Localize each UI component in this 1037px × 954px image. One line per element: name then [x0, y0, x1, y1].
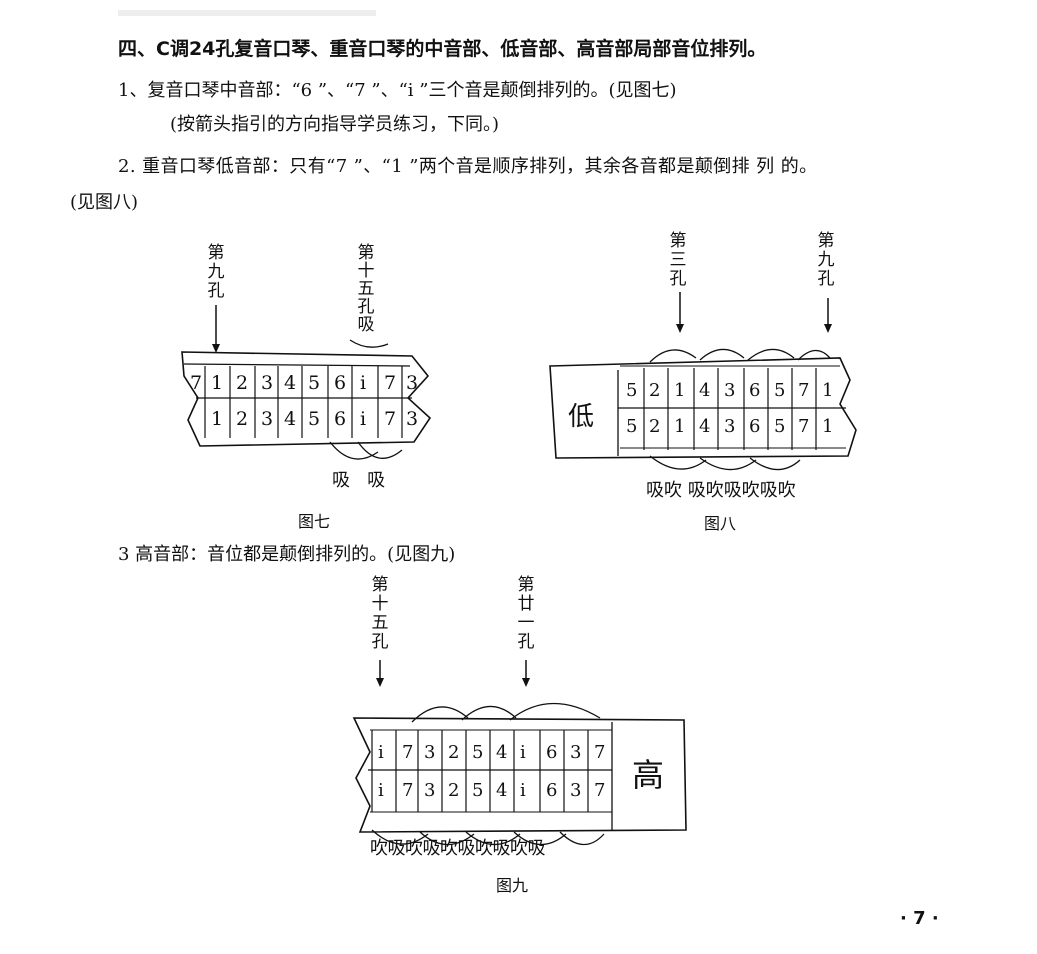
fig8-top-cell: 5: [626, 380, 638, 401]
fig7-top-cell: 4: [284, 372, 297, 394]
fig9-right-hole-label: 第廿一孔: [517, 575, 535, 652]
fig9-bottom-cell: 4: [496, 780, 508, 801]
fig7-bottom-cell: 4: [284, 408, 297, 430]
paragraph-2-continued: (见图八): [70, 192, 139, 213]
fig9-bottom-cell: 6: [546, 780, 558, 801]
fig9-bottom-cell: i: [378, 780, 384, 801]
fig8-top-cell: 1: [674, 380, 686, 401]
fig9-bottom-cell: 2: [448, 780, 460, 801]
fig8-top-cell: 4: [699, 380, 711, 401]
fig7-top-cell: 7: [384, 372, 397, 394]
fig8-side-label: 低: [568, 402, 595, 432]
fig8-bottom-cell: 7: [798, 416, 810, 437]
fig7-bottom-cell: 6: [334, 408, 347, 430]
fig7-caption: 图七: [298, 512, 331, 531]
fig9-top-cell: 4: [496, 742, 508, 763]
fig8-bottom-cell: 3: [724, 416, 736, 437]
fig8-top-cell: 2: [649, 380, 661, 401]
fig9-top-cell: 7: [402, 742, 414, 763]
fig7-left-hole-label: 第九孔: [207, 243, 225, 301]
fig8-bottom-cell: 1: [674, 416, 686, 437]
fig9-breath-label: 吹吸吹吸吹吸吹吸吹吸: [370, 838, 546, 859]
fig7-top-cell: 3: [261, 372, 274, 394]
fig8-top-cell: 7: [798, 380, 810, 401]
fig9-bottom-cell: 5: [472, 780, 484, 801]
fig7-bottom-cell: 3: [406, 408, 419, 430]
fig8-left-hole-label: 第三孔: [669, 231, 687, 289]
fig8-bottom-cell: 5: [774, 416, 786, 437]
fig7-bottom-cell: i: [360, 408, 367, 430]
fig8-top-cell: 5: [774, 380, 786, 401]
fig7-top-cell: 6: [334, 372, 347, 394]
fig8-bottom-cell: 6: [749, 416, 761, 437]
fig7-top-cell: 1: [211, 372, 224, 394]
fig9-bottom-cell: 3: [570, 780, 582, 801]
fig7-top-cell: i: [360, 372, 367, 394]
fig7-bottom-cell: 7: [384, 408, 397, 430]
page-number: · 7 ·: [900, 908, 939, 929]
paragraph-2: 2. 重音口琴低音部：只有“7 ”、“1 ”两个音是顺序排列，其余各音都是颠倒排…: [118, 156, 818, 177]
fig8-top-cell: 6: [749, 380, 761, 401]
paragraph-1: 1、复音口琴中音部：“6 ”、“7 ”、“i ”三个音是颠倒排列的。(见图七): [118, 80, 677, 101]
fig9-side-label: 高: [632, 756, 665, 794]
fig9-top-cell: 2: [448, 742, 460, 763]
fig9-bottom-cell: 7: [594, 780, 606, 801]
fig9-top-cell: i: [520, 742, 526, 763]
paragraph-1-note: (按箭头指引的方向指导学员练习，下同。): [170, 114, 500, 135]
fig8-breath-label: 吸吹 吸吹吸吹吸吹: [646, 480, 796, 501]
fig7-breath-label: 吸 吸: [332, 470, 386, 491]
fig9-bottom-cell: i: [520, 780, 526, 801]
fig9-top-cell: i: [378, 742, 384, 763]
fig9-top-cell: 7: [594, 742, 606, 763]
fig7-top-cell: 7: [190, 372, 203, 394]
paragraph-3: 3 高音部：音位都是颠倒排列的。(见图九): [118, 544, 456, 565]
fig9-top-cell: 5: [472, 742, 484, 763]
fig9-bottom-cell: 7: [402, 780, 414, 801]
fig9-top-cell: 3: [424, 742, 436, 763]
fig9-left-hole-label: 第十五孔: [371, 575, 389, 652]
fig7-top-cell: 3: [406, 372, 419, 394]
fig8-top-cell: 3: [724, 380, 736, 401]
fig7-bottom-cell: 2: [236, 408, 249, 430]
fig8-bottom-cell: 2: [649, 416, 661, 437]
fig8-right-hole-label: 第九孔: [817, 231, 835, 289]
fig9-top-cell: 6: [546, 742, 558, 763]
fig7-bottom-cell: 3: [261, 408, 274, 430]
section-heading: 四、C调24孔复音口琴、重音口琴的中音部、低音部、高音部局部音位排列。: [118, 38, 767, 60]
fig7-bottom-cell: 1: [211, 408, 224, 430]
fig9-top-cell: 3: [570, 742, 582, 763]
fig7-top-cell: 2: [236, 372, 249, 394]
fig8-bottom-cell: 1: [822, 416, 834, 437]
fig8-bottom-cell: 5: [626, 416, 638, 437]
faded-header-mark: [118, 10, 376, 16]
fig9-caption: 图九: [496, 876, 529, 895]
fig7-top-cell: 5: [308, 372, 321, 394]
fig8-caption: 图八: [704, 514, 737, 533]
fig8-top-cell: 1: [822, 380, 834, 401]
fig9-bottom-cell: 3: [424, 780, 436, 801]
fig7-right-hole-label: 第十五孔吸: [357, 243, 375, 335]
fig8-bottom-cell: 4: [699, 416, 711, 437]
fig7-bottom-cell: 5: [308, 408, 321, 430]
